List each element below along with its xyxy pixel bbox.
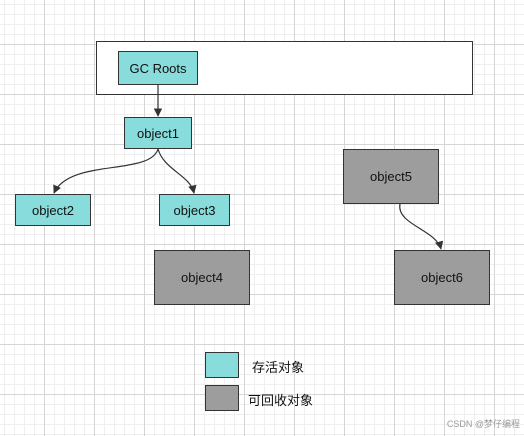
legend-label-reachable: 存活对象 (252, 360, 305, 375)
legend-label-collectable: 可回收对象 (248, 393, 314, 408)
object3-node: object3 (159, 194, 230, 226)
legend-swatch-reachable (205, 352, 239, 378)
watermark: CSDN @梦仔编程 (446, 419, 520, 429)
object4-node: object4 (154, 250, 250, 305)
edge-object5-object6 (399, 203, 444, 250)
edge-object1-object2 (53, 148, 159, 194)
gc-roots-node: GC Roots (118, 51, 198, 85)
edge-object1-object3 (157, 148, 197, 194)
object2-node: object2 (15, 194, 91, 226)
object5-node: object5 (343, 149, 439, 204)
object1-node: object1 (124, 117, 192, 149)
object6-node: object6 (394, 250, 490, 305)
legend-swatch-collectable (205, 385, 239, 411)
